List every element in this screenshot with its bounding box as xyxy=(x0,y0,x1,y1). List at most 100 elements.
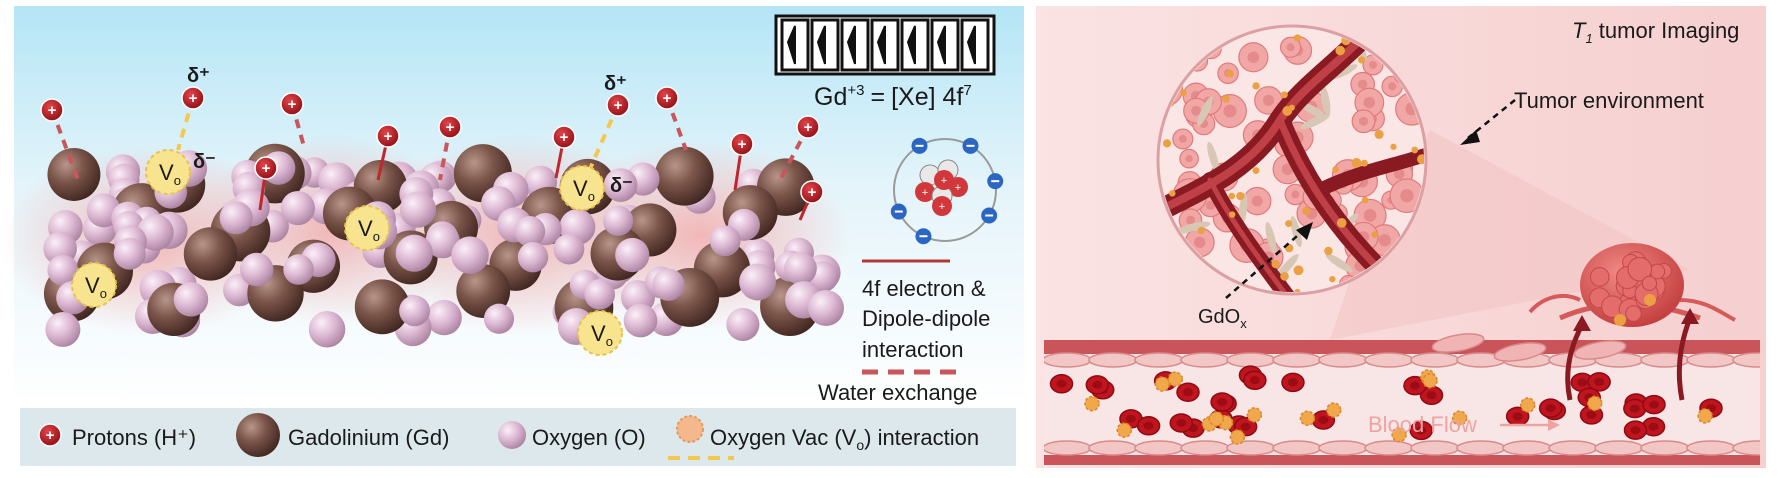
endothelial-cell xyxy=(1502,440,1552,456)
oxygen-atom xyxy=(603,205,634,236)
gdox-particle xyxy=(1374,129,1384,139)
gdox-particle xyxy=(1229,429,1246,445)
proton-bond xyxy=(50,109,82,186)
vacancy-label: Vo xyxy=(358,216,380,244)
arrowhead-icon xyxy=(1548,419,1560,431)
tumor-lobe xyxy=(1627,256,1653,282)
red-blood-cell-center xyxy=(1586,410,1597,419)
gdox-particle xyxy=(1285,219,1293,228)
red-blood-cell-center xyxy=(1143,421,1154,430)
gdox-particle xyxy=(1167,371,1184,387)
red-blood-cell-center xyxy=(1594,377,1605,386)
blood-vessel: Blood Flow xyxy=(1044,308,1760,465)
proton-atom xyxy=(438,115,462,139)
gdox-particle xyxy=(1361,196,1369,204)
proton-atom xyxy=(730,132,754,156)
oxygen-atom xyxy=(726,307,760,341)
proton-atom xyxy=(800,180,824,204)
red-blood-cell-center xyxy=(1629,404,1640,413)
legend-oxygen-label: Oxygen (O) xyxy=(532,425,646,450)
tumor-cell-nucleus xyxy=(1291,190,1300,199)
vacancy-label: Vo xyxy=(85,273,107,301)
arrowhead-icon xyxy=(1681,308,1699,324)
endothelial-cell xyxy=(1318,352,1368,368)
oxygen-atom xyxy=(399,295,430,327)
fibroblast xyxy=(1320,85,1331,117)
endothelial-cell xyxy=(1272,440,1322,456)
delta-plus-label: δ⁺ xyxy=(604,73,627,95)
oxygen-atom xyxy=(173,282,209,317)
endothelial-cell xyxy=(1410,440,1460,456)
gdox-particle xyxy=(1451,410,1468,426)
gdox-label: GdOx xyxy=(1198,306,1247,331)
gdox-particle xyxy=(1197,226,1206,235)
gdox-particle xyxy=(1391,426,1407,443)
oxygen-atom xyxy=(113,237,146,270)
endothelial-cell xyxy=(1180,440,1230,456)
tumor-lobe xyxy=(1589,267,1610,287)
gdox-particle xyxy=(1411,146,1419,154)
svg-text:+: + xyxy=(46,427,55,444)
gdox-particle xyxy=(1228,192,1236,200)
gdox-particle xyxy=(1228,211,1236,218)
gdox-particle xyxy=(1697,408,1713,424)
oxygen-atom xyxy=(45,311,81,347)
proton-plus: + xyxy=(288,96,297,113)
proton-plus: + xyxy=(262,160,271,177)
red-blood-cell-center xyxy=(1318,416,1329,425)
gdox-particle xyxy=(1520,397,1536,413)
red-blood-cell-center xyxy=(1512,412,1523,421)
red-blood-cell-center xyxy=(1545,404,1556,413)
fibroblast xyxy=(1207,141,1219,173)
proton-plus: + xyxy=(446,119,455,136)
proton-atom xyxy=(655,86,679,110)
tumor-cell-nucleus xyxy=(1251,195,1263,207)
tumor-cell-nucleus xyxy=(1400,188,1414,203)
red-blood-cell-center xyxy=(1176,418,1187,427)
water-exchange-label: Water exchange xyxy=(818,380,977,405)
gdox-particle xyxy=(1252,82,1260,90)
oxygen-atom xyxy=(603,168,638,202)
tumor-cell-nucleus xyxy=(1185,154,1193,163)
oxygen-atom xyxy=(623,303,658,338)
proton-atom xyxy=(181,86,205,110)
spin-up-arrow-icon xyxy=(816,25,826,65)
endothelial-cell xyxy=(1044,440,1092,456)
proton-bond xyxy=(584,104,620,179)
red-blood-cell-center xyxy=(1287,378,1298,387)
fibroblast xyxy=(1276,254,1299,279)
oxygen-atom xyxy=(425,223,460,259)
endothelial-cell xyxy=(1134,352,1184,368)
proton-plus: + xyxy=(384,128,393,145)
endothelial-cell xyxy=(1431,333,1485,353)
gdox-particle xyxy=(1302,206,1311,215)
proton-atom xyxy=(280,92,304,116)
vacancy-label: Vo xyxy=(573,176,595,204)
endothelial-cell xyxy=(1456,440,1506,456)
vacancy-label: Vo xyxy=(591,321,613,349)
proton-group: ++++++++++++ xyxy=(40,86,824,221)
tumor-cell-nucleus xyxy=(1358,116,1369,126)
proton-plus: + xyxy=(804,119,813,136)
tumor-cell-nucleus xyxy=(1262,94,1274,106)
extravasation-arrow xyxy=(1676,317,1693,401)
endothelial-cell xyxy=(1493,342,1547,362)
gadolinium-atom xyxy=(47,148,101,201)
spin-up-arrow-icon xyxy=(906,25,916,65)
fibroblast xyxy=(1238,193,1248,225)
legend-protons-label: Protons (H⁺) xyxy=(72,425,196,450)
tumor-cell-nucleus xyxy=(1363,96,1376,109)
delta-plus-label: δ⁺ xyxy=(187,65,210,87)
proton-plus: + xyxy=(614,97,623,114)
oxygen-vacancy-site xyxy=(71,262,117,308)
oxygen-atom xyxy=(652,268,685,301)
proton-atom xyxy=(606,93,630,117)
proton-atom xyxy=(796,115,820,139)
endothelial-cell xyxy=(1318,440,1368,456)
red-blood-cell-center xyxy=(1125,414,1136,423)
endothelial-cell xyxy=(1180,352,1230,368)
red-blood-cell-center xyxy=(1630,426,1641,435)
tumor-cell-nucleus xyxy=(1193,236,1206,249)
oxygen-atom xyxy=(426,299,462,336)
